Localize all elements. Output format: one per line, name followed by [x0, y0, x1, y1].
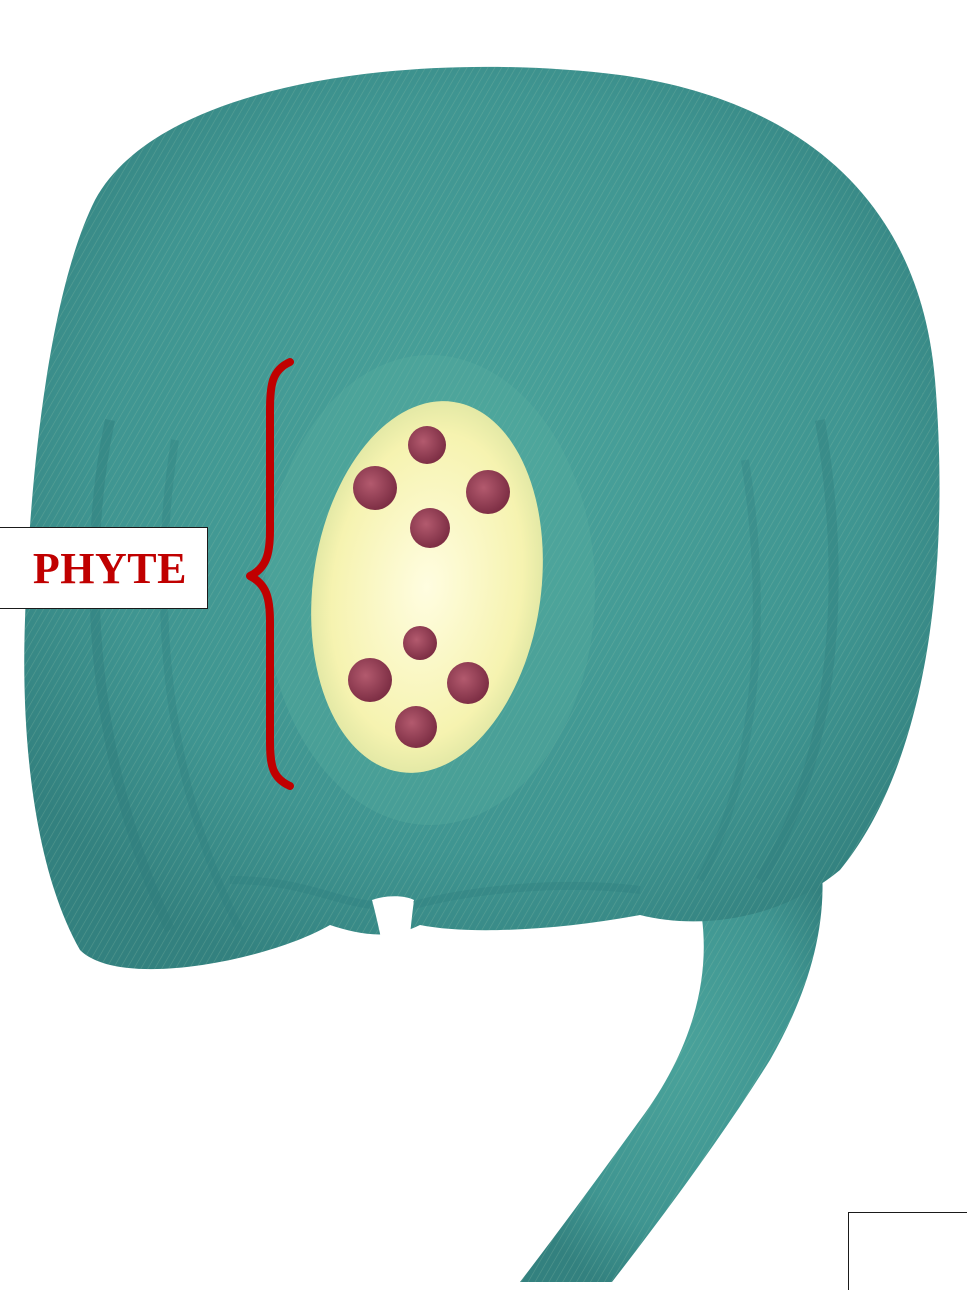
nucleus	[410, 508, 450, 548]
empty-label-box	[848, 1212, 967, 1290]
nucleus	[353, 466, 397, 510]
label-box: PHYTE	[0, 527, 208, 609]
nucleus	[348, 658, 392, 702]
nucleus	[403, 626, 437, 660]
nucleus	[408, 426, 446, 464]
nucleus	[466, 470, 510, 514]
nucleus	[395, 706, 437, 748]
micropyle	[372, 896, 414, 985]
label-text: PHYTE	[33, 543, 187, 594]
nucleus	[447, 662, 489, 704]
